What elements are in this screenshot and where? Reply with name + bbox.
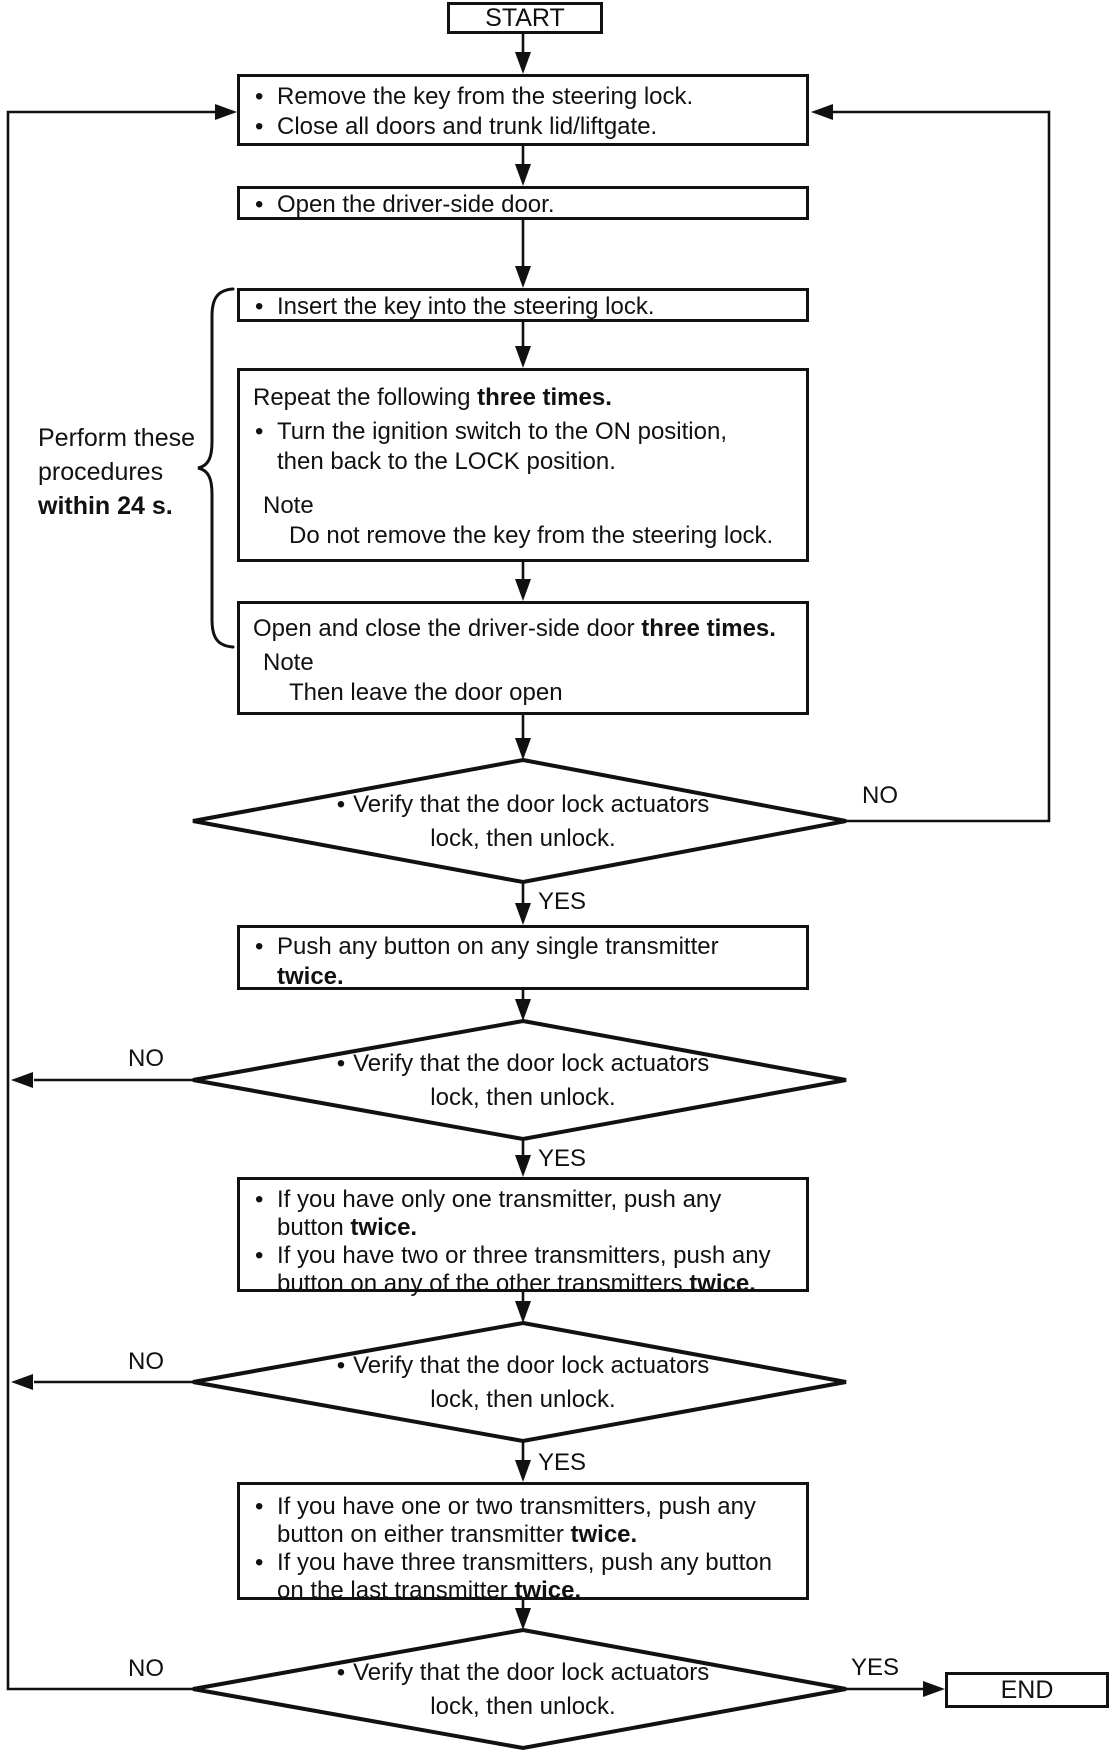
arrowhead [515,999,531,1021]
step-line: • If you have two or three transmitters,… [255,1242,771,1269]
yes-label-2: YES [538,1145,587,1172]
no-label-2: NO [128,1045,164,1072]
yes-label-1: YES [538,888,587,915]
bullet-icon: • [336,1050,346,1077]
arrowhead [11,1374,33,1390]
note-text: Do not remove the key from the steering … [289,522,774,549]
arrowhead [515,1301,531,1323]
step-line: • Open the driver-side door. [255,191,555,218]
start-label: START [485,3,565,32]
step-line: • Remove the key from the steering lock. [255,83,694,110]
loop-no-left [6,110,215,1691]
note-text: Then leave the door open [289,679,563,706]
decision-text-3: •Verify that the door lock actuators loc… [336,1352,710,1413]
process-box-insert-key: • Insert the key into the steering lock. [237,288,809,322]
step-line: button on either transmitter twice. [277,1521,638,1548]
step-line: • Insert the key into the steering lock. [255,293,655,320]
side-note: Perform these procedures within 24 s. [38,424,196,520]
step-line: then back to the LOCK position. [277,448,616,475]
step-line: button on any of the other transmitters … [277,1270,756,1297]
arrowhead [923,1681,945,1697]
step-line: • Turn the ignition switch to the ON pos… [255,418,727,445]
arrowhead [515,164,531,186]
decision-diamond-1 [192,757,847,885]
arrowhead [515,738,531,760]
bullet-icon: • [255,1242,264,1269]
arrowhead [515,52,531,74]
yes-label-4: YES [851,1654,900,1681]
bullet-icon: • [255,191,264,218]
yes-label-3: YES [538,1449,587,1476]
step-line: • If you have only one transmitter, push… [255,1186,722,1213]
bullet-icon: • [255,293,264,320]
brace [197,287,235,649]
process-box-last-transmitter: • If you have one or two transmitters, p… [237,1482,809,1604]
end-label: END [1000,1675,1054,1704]
step-line: • If you have three transmitters, push a… [255,1549,772,1576]
note-label: Note [263,492,314,519]
no-label-1: NO [862,782,898,809]
process-box-repeat-ignition: Repeat the following three times. • Turn… [237,368,809,562]
note-label: Note [263,649,314,676]
loop-no-right [833,110,1051,823]
bullet-icon: • [255,933,264,960]
arrowhead [515,1460,531,1482]
decision-text-2: •Verify that the door lock actuators loc… [336,1050,710,1111]
decision-diamond-2 [192,1018,847,1142]
arrowhead [515,266,531,288]
bullet-icon: • [255,1549,264,1576]
arrowhead [515,579,531,601]
step-line: Open and close the driver-side door thre… [253,615,776,642]
process-box-push-any-button: • Push any button on any single transmit… [237,925,809,990]
arrowhead [215,104,237,120]
arrowhead [11,1072,33,1088]
no-label-4: NO [128,1655,164,1682]
decision-text-1: •Verify that the door lock actuators loc… [336,791,710,852]
bullet-icon: • [255,83,264,110]
decision-diamond-4 [192,1627,847,1751]
arrowhead [811,104,833,120]
end-node: END [945,1672,1109,1708]
step-line: • If you have one or two transmitters, p… [255,1493,756,1520]
bullet-icon: • [336,1352,346,1379]
start-node: START [447,2,603,34]
bullet-icon: • [255,1493,264,1520]
step-line: on the last transmitter twice. [277,1577,582,1604]
step-line: • Push any button on any single transmit… [255,933,719,960]
bullet-icon: • [336,1659,346,1686]
bullet-icon: • [255,418,264,445]
step-line: Repeat the following three times. [253,384,612,411]
decision-text-4: •Verify that the door lock actuators loc… [336,1659,710,1720]
bullet-icon: • [255,1186,264,1213]
bullet-icon: • [336,791,346,818]
process-box-one-transmitter: • If you have only one transmitter, push… [237,1177,809,1297]
decision-diamond-3 [192,1320,847,1444]
process-box-open-close-door: Open and close the driver-side door thre… [237,601,809,715]
arrowhead [515,1155,531,1177]
arrowhead [515,903,531,925]
step-line: • Close all doors and trunk lid/liftgate… [255,113,658,140]
step-line: twice. [277,963,344,990]
no-label-3: NO [128,1348,164,1375]
arrowhead [515,1608,531,1630]
bullet-icon: • [255,113,264,140]
process-box-remove-key: • Remove the key from the steering lock.… [237,74,809,146]
arrowhead [515,346,531,368]
step-line: button twice. [277,1214,418,1241]
process-box-open-door: • Open the driver-side door. [237,186,809,220]
